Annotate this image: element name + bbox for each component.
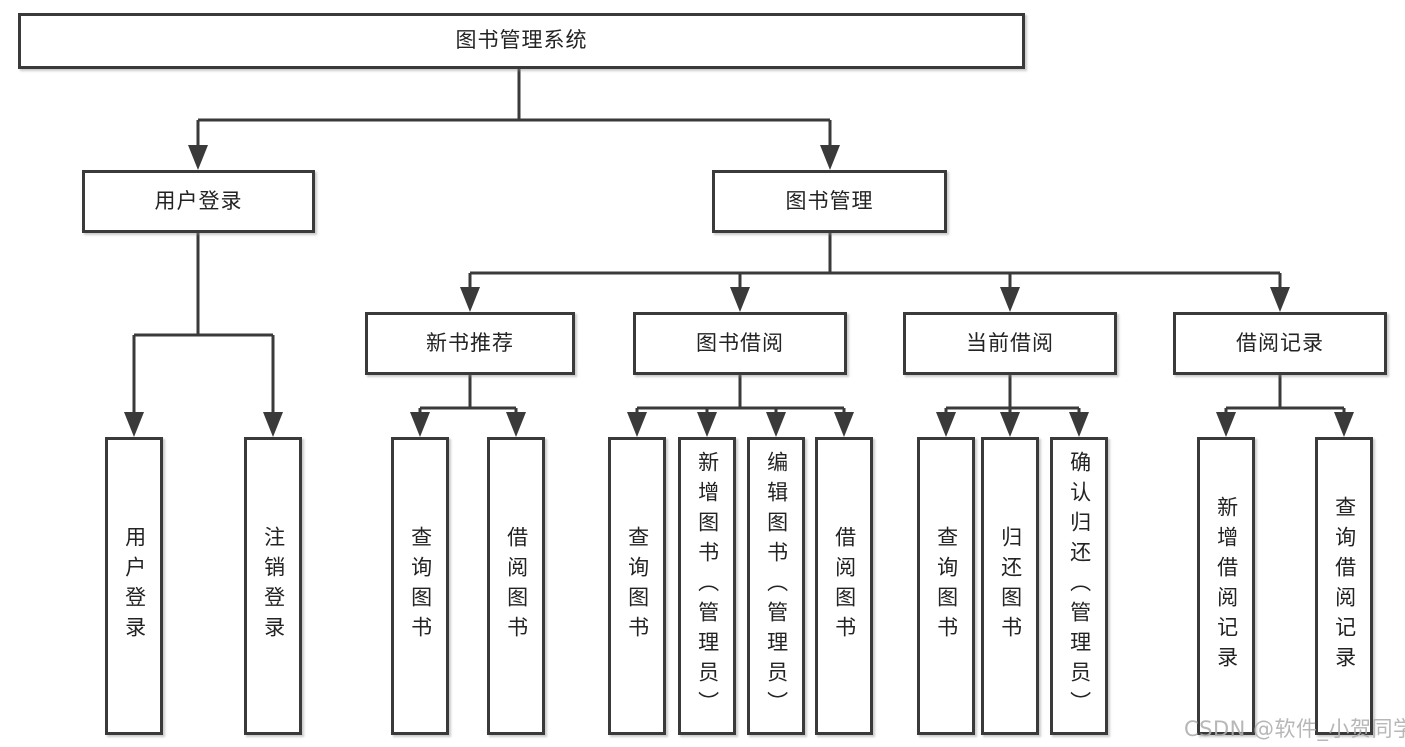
arrow-icon	[188, 145, 208, 170]
node-new-book-recommendation: 新书推荐	[365, 312, 575, 375]
node-root: 图书管理系统	[18, 13, 1025, 69]
arrow-icon	[1069, 412, 1089, 437]
arrow-icon	[1216, 412, 1236, 437]
arrowheads	[124, 145, 1354, 437]
arrow-icon	[506, 412, 526, 437]
node-book-management: 图书管理	[712, 170, 947, 233]
csdn-watermark: CSDN @软件_小贺同学	[1184, 717, 1405, 741]
arrow-icon	[834, 412, 854, 437]
arrow-icon	[730, 287, 750, 312]
leaf-add-borrow-record: 新增借阅记录	[1197, 437, 1255, 735]
node-user-login: 用户登录	[82, 170, 315, 233]
wire-borrow-split	[635, 375, 846, 414]
leaf-logout: 注销登录	[244, 437, 302, 735]
leaf-search-books-borrowing: 查询图书	[608, 437, 666, 735]
arrow-icon	[263, 412, 283, 437]
arrow-icon	[766, 412, 786, 437]
leaf-search-books-recommend: 查询图书	[391, 437, 449, 735]
arrow-icon	[1270, 287, 1290, 312]
node-borrowing-records: 借阅记录	[1173, 312, 1387, 375]
arrow-icon	[410, 412, 430, 437]
wire-user-login-split	[132, 233, 275, 414]
arrow-icon	[1000, 412, 1020, 437]
arrow-icon	[124, 412, 144, 437]
wire-book-mgmt-split	[468, 233, 1282, 290]
wire-current-split	[944, 375, 1081, 414]
node-current-borrowing: 当前借阅	[903, 312, 1117, 375]
arrow-icon	[820, 145, 840, 170]
node-book-borrowing: 图书借阅	[633, 312, 847, 375]
leaf-return-books: 归还图书	[981, 437, 1039, 735]
arrow-icon	[627, 412, 647, 437]
leaf-add-books-admin: 新增图书（管理员）	[678, 437, 736, 735]
arrow-icon	[697, 412, 717, 437]
leaf-search-books-current: 查询图书	[917, 437, 975, 735]
leaf-edit-books-admin: 编辑图书（管理员）	[747, 437, 805, 735]
wire-root-split	[196, 69, 832, 148]
leaf-user-login: 用户登录	[105, 437, 163, 735]
wire-records-split	[1224, 375, 1346, 414]
leaf-confirm-return-admin: 确认归还（管理员）	[1050, 437, 1108, 735]
arrow-icon	[1000, 287, 1020, 312]
arrow-icon	[460, 287, 480, 312]
arrow-icon	[1334, 412, 1354, 437]
wire-new-book-split	[418, 375, 518, 414]
arrow-icon	[936, 412, 956, 437]
leaf-borrow-books-recommend: 借阅图书	[487, 437, 545, 735]
leaf-borrow-books-borrowing: 借阅图书	[815, 437, 873, 735]
leaf-search-borrow-record: 查询借阅记录	[1315, 437, 1373, 735]
